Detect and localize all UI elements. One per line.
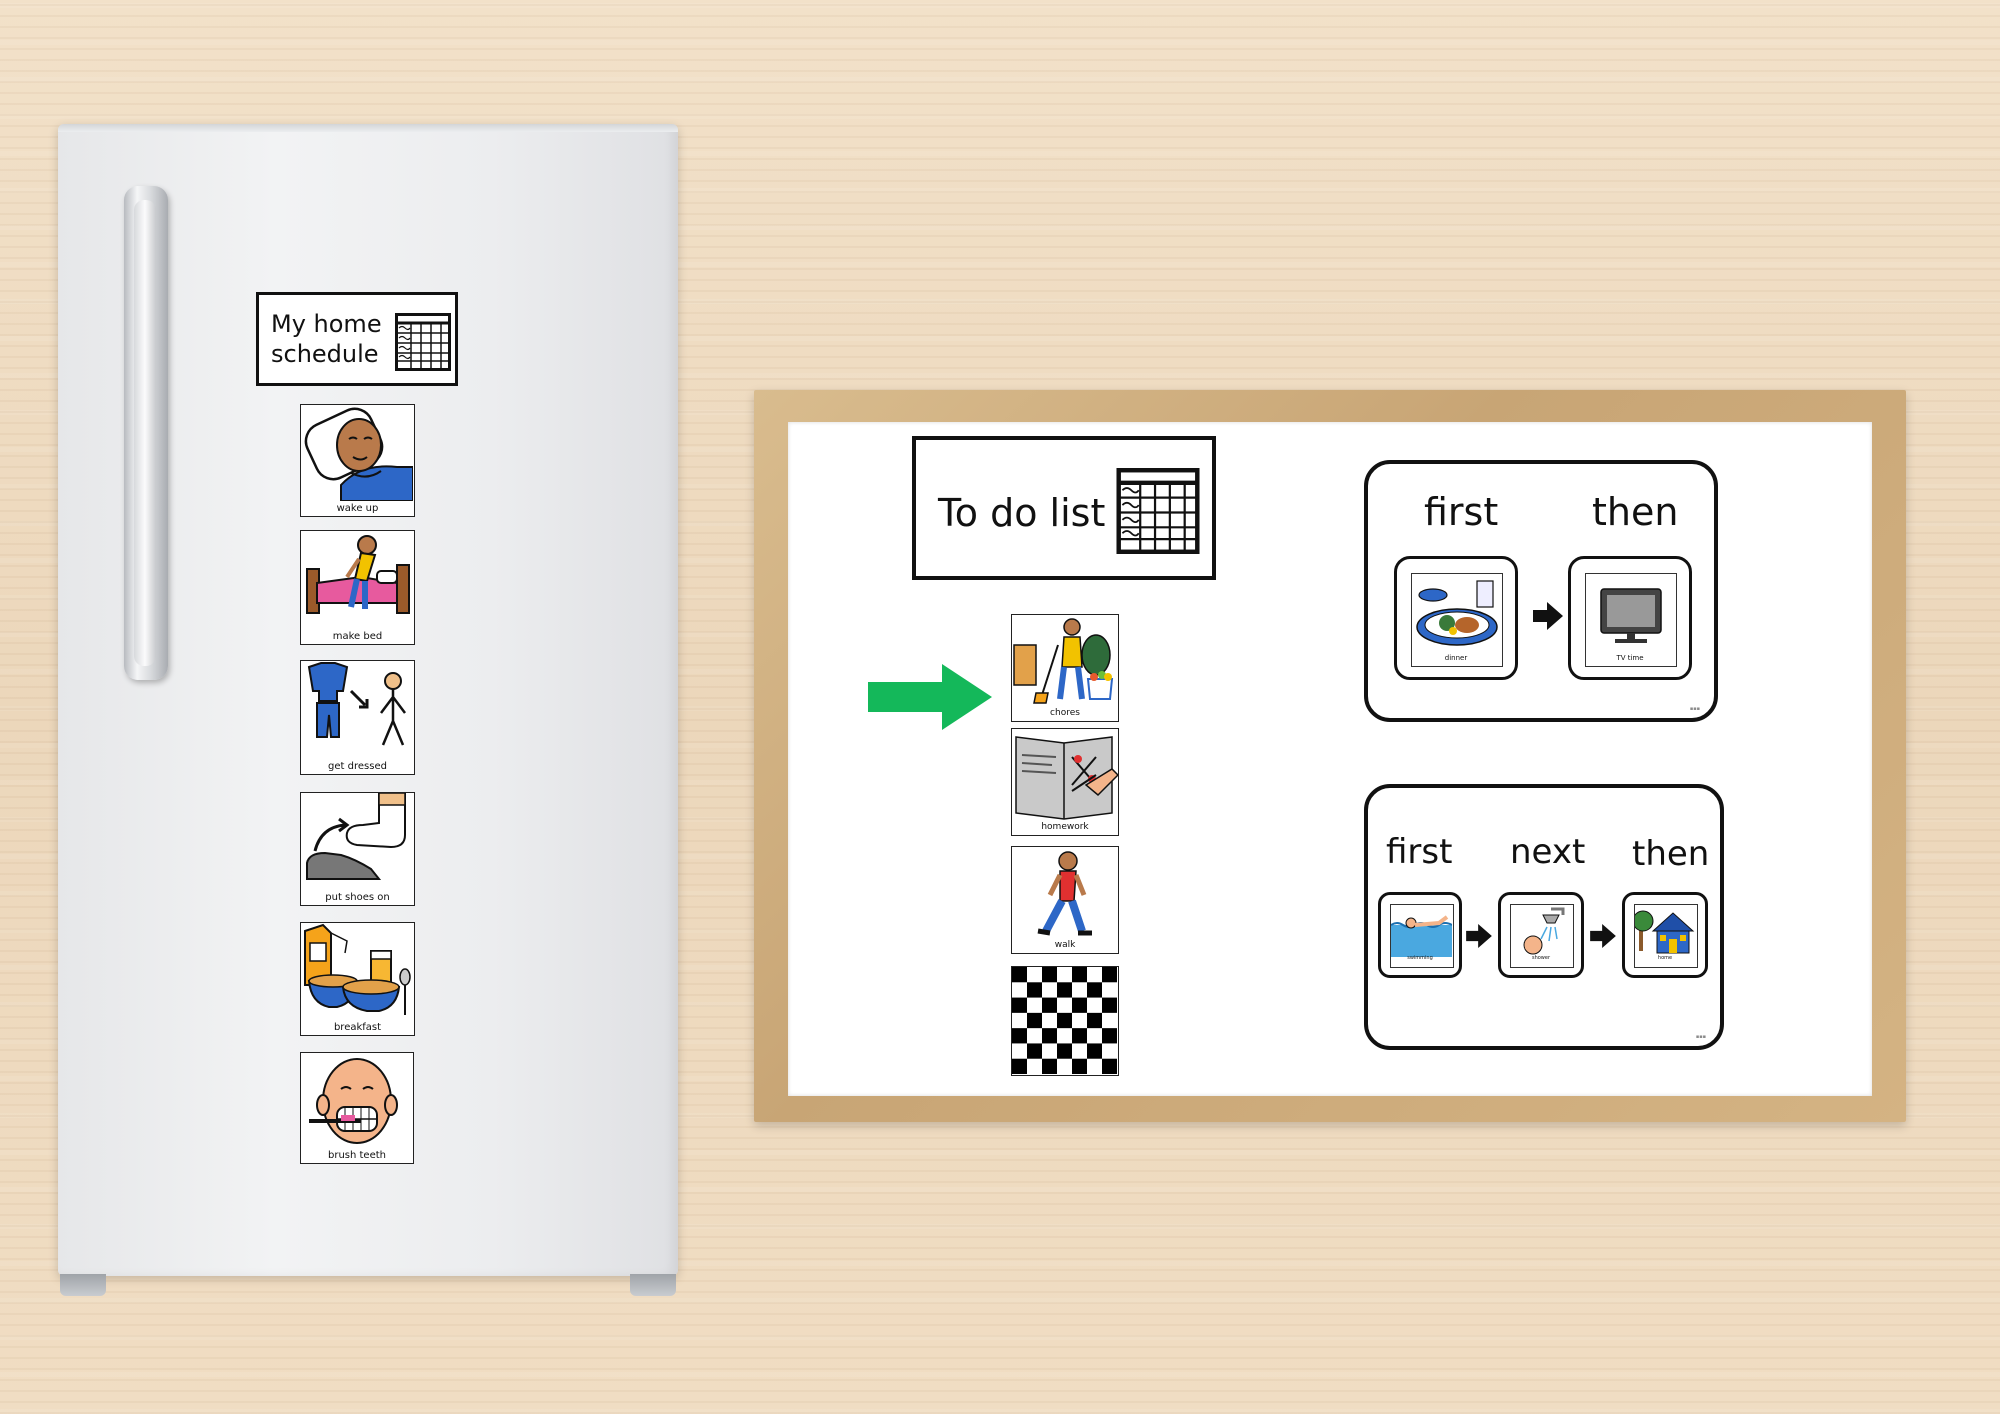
todo-title: To do list	[938, 491, 1106, 535]
schedule-card-make-bed: make bed	[300, 530, 415, 645]
shower-icon	[1523, 907, 1565, 955]
schedule-card-brush-teeth: brush teeth	[300, 1052, 414, 1164]
fridge-top-edge	[58, 124, 678, 132]
first-then-tile-tv: TV time	[1568, 556, 1692, 680]
schedule-card-label: wake up	[336, 503, 379, 514]
dinner-plate-icon	[1416, 580, 1498, 646]
first-next-then-word-next: next	[1510, 832, 1586, 872]
homework-icon	[1015, 736, 1118, 820]
swimming-icon	[1391, 915, 1452, 957]
first-next-then-tile-label: home	[1657, 955, 1673, 961]
first-next-then-tile-label: swimming	[1407, 955, 1433, 961]
first-next-then-tile-shower: shower	[1498, 892, 1584, 978]
brush-teeth-icon	[309, 1058, 398, 1144]
fridge-foot-left	[60, 1274, 106, 1296]
home-schedule-title-line2: schedule	[271, 340, 379, 368]
first-then-board: first then dinner TV time ▪▪▪	[1364, 460, 1718, 722]
fridge-handle-highlight	[134, 200, 156, 666]
home-schedule-title-card: My home schedule	[256, 292, 458, 386]
schedule-grid-icon	[1116, 468, 1200, 554]
first-then-tile-label: dinner	[1444, 654, 1468, 662]
first-then-word-first: first	[1424, 490, 1499, 534]
first-then-word-then: then	[1592, 490, 1679, 534]
first-next-then-tile-label: shower	[1531, 955, 1551, 961]
schedule-card-wake-up: wake up	[300, 404, 415, 517]
finish-flag-checkerboard-icon	[1012, 967, 1117, 1074]
brand-mark: ▪▪▪	[1689, 706, 1700, 712]
todo-title-card: To do list	[912, 436, 1216, 580]
first-next-then-word-first: first	[1386, 832, 1453, 872]
schedule-card-label: get dressed	[328, 761, 387, 772]
home-schedule-title-line1: My home	[271, 310, 382, 338]
schedule-card-label: put shoes on	[325, 892, 390, 903]
television-icon	[1600, 588, 1662, 643]
house-icon	[1635, 910, 1695, 954]
chores-icon	[1013, 618, 1114, 704]
todo-card-finish	[1011, 966, 1119, 1076]
todo-card-label: homework	[1041, 822, 1089, 832]
todo-card-chores: chores	[1011, 614, 1119, 722]
todo-card-label: chores	[1050, 708, 1080, 718]
schedule-card-label: brush teeth	[327, 1150, 386, 1161]
fridge-foot-right	[630, 1274, 676, 1296]
make-bed-icon	[306, 535, 410, 614]
first-next-then-word-then: then	[1632, 834, 1710, 874]
sleeping-person-icon	[304, 407, 413, 501]
walking-person-icon	[1037, 851, 1092, 936]
breakfast-bowl-icon	[304, 923, 411, 1015]
todo-card-homework: homework	[1011, 728, 1119, 836]
arrow-right-icon	[1590, 924, 1616, 948]
first-then-tile-label: TV time	[1616, 654, 1644, 662]
schedule-card-put-shoes-on: put shoes on	[300, 792, 415, 906]
get-dressed-icon	[307, 662, 406, 746]
schedule-card-label: breakfast	[333, 1022, 382, 1033]
schedule-card-get-dressed: get dressed	[300, 660, 415, 775]
arrow-right-icon	[1533, 602, 1563, 630]
first-next-then-tile-home: home	[1622, 892, 1708, 978]
todo-card-label: walk	[1054, 940, 1076, 950]
first-then-tile-dinner: dinner	[1394, 556, 1518, 680]
arrow-right-icon	[1466, 924, 1492, 948]
schedule-card-breakfast: breakfast	[300, 922, 415, 1036]
todo-card-walk: walk	[1011, 846, 1119, 954]
brand-mark: ▪▪▪	[1695, 1034, 1706, 1040]
shoe-icon	[306, 793, 406, 880]
first-next-then-board: first next then swimming shower	[1364, 784, 1724, 1050]
schedule-card-label: make bed	[332, 631, 383, 642]
first-next-then-tile-swimming: swimming	[1378, 892, 1462, 978]
green-pointer-arrow-icon	[868, 664, 992, 730]
schedule-grid-icon	[395, 313, 451, 371]
